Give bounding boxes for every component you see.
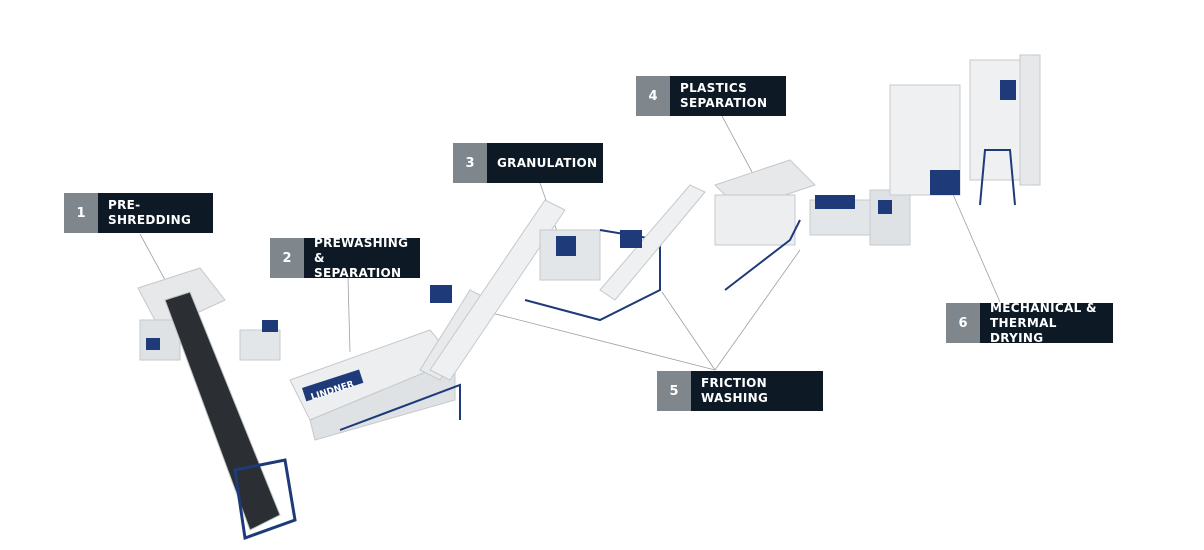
prewashing-machine: LINDNER <box>289 285 491 441</box>
step-number: 4 <box>636 76 670 116</box>
step-number: 6 <box>946 303 980 343</box>
step-2-label: 2 PREWASHING & SEPARATION <box>270 236 420 280</box>
step-title: PRE- SHREDDING <box>98 193 213 233</box>
step-title: FRICTION WASHING <box>691 371 823 411</box>
step-title: PREWASHING & SEPARATION <box>304 236 420 280</box>
step-5-label: 5 FRICTION WASHING <box>657 371 823 411</box>
step-number: 1 <box>64 193 98 233</box>
step-title: PLASTICS SEPARATION <box>670 76 786 116</box>
step-6-label: 6 MECHANICAL & THERMAL DRYING <box>946 301 1113 345</box>
plastics-separation-machine <box>714 159 911 291</box>
pre-shredder-machine <box>137 267 297 541</box>
drying-machine <box>889 54 1041 206</box>
step-title: MECHANICAL & THERMAL DRYING <box>980 301 1113 345</box>
granulation-machine <box>429 184 706 381</box>
step-3-label: 3 GRANULATION <box>453 143 603 183</box>
step-number: 3 <box>453 143 487 183</box>
step-number: 2 <box>270 238 304 278</box>
step-4-label: 4 PLASTICS SEPARATION <box>636 76 786 116</box>
step-1-label: 1 PRE- SHREDDING <box>64 193 213 233</box>
step-number: 5 <box>657 371 691 411</box>
step-title: GRANULATION <box>487 143 603 183</box>
